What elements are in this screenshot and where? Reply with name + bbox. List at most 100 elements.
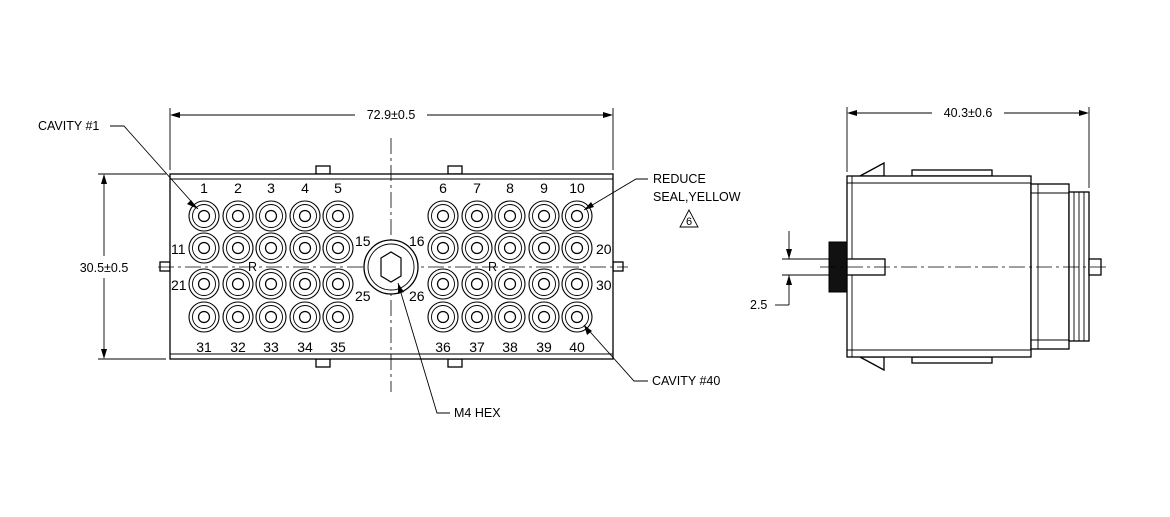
top-tab-right [447, 165, 463, 175]
cavity [322, 301, 354, 333]
cavity [494, 232, 526, 264]
cavity-label: 5 [334, 180, 342, 196]
top-tab-left [315, 165, 331, 175]
height-dimension: 30.5±0.5 [80, 173, 166, 360]
cavity [494, 268, 526, 300]
cavity [561, 268, 593, 300]
cavity [289, 301, 321, 333]
side-pin-right [612, 261, 624, 272]
bottom-right-numbers: 36 37 38 39 40 [435, 339, 585, 355]
cavity [528, 200, 560, 232]
bottom-left-numbers: 31 32 33 34 35 [196, 339, 346, 355]
callout-cavity-1-label: CAVITY #1 [38, 119, 99, 133]
upper-flange-tab [859, 161, 885, 177]
cavity [427, 232, 459, 264]
bottom-tab-left [315, 358, 331, 368]
cavity-label: 32 [230, 339, 246, 355]
cavity [461, 232, 493, 264]
cavity [427, 200, 459, 232]
cavity [222, 200, 254, 232]
cavity-label: 8 [506, 180, 514, 196]
cavity-label-16: 16 [409, 233, 425, 249]
cavity-label: 38 [502, 339, 518, 355]
cavity [461, 200, 493, 232]
hex-socket [363, 239, 419, 295]
cavity [528, 301, 560, 333]
cavity-label: 33 [263, 339, 279, 355]
cavity [427, 301, 459, 333]
upper-rib [911, 169, 993, 177]
cavity [188, 200, 220, 232]
cavity [561, 301, 593, 333]
depth-dimension-label: 40.3±0.6 [944, 106, 993, 120]
polarity-mark-left: R [248, 260, 257, 274]
cavity-label-20: 20 [596, 241, 612, 257]
cavity-label: 40 [569, 339, 585, 355]
cavity [322, 268, 354, 300]
cavity-label-21: 21 [171, 277, 187, 293]
cavity-label: 34 [297, 339, 313, 355]
rear-shell [1030, 183, 1070, 350]
cavity [255, 268, 287, 300]
top-right-numbers: 6 7 8 9 10 [439, 180, 585, 196]
cavity [561, 200, 593, 232]
side-pin-left [159, 261, 171, 272]
top-left-numbers: 1 2 3 4 5 [200, 180, 342, 196]
callout-reduce-seal: REDUCE SEAL,YELLOW 6 [583, 172, 741, 228]
cavity-label: 6 [439, 180, 447, 196]
pin-offset-dimension: 2.5 [750, 231, 830, 312]
cavity [289, 200, 321, 232]
depth-dimension: 40.3±0.6 [846, 106, 1090, 188]
reduce-label-line1: REDUCE [653, 172, 706, 186]
front-view: 1 2 3 4 5 6 7 8 9 10 31 32 33 34 35 36 3… [38, 108, 741, 420]
cavity-label-30: 30 [596, 277, 612, 293]
cavity [561, 232, 593, 264]
cavity-label: 35 [330, 339, 346, 355]
cavity-label: 7 [473, 180, 481, 196]
cavity-label: 36 [435, 339, 451, 355]
callout-cavity-40-label: CAVITY #40 [652, 374, 720, 388]
cavity [222, 232, 254, 264]
cavity-label: 1 [200, 180, 208, 196]
cavity [188, 268, 220, 300]
cavity-label-26: 26 [409, 288, 425, 304]
cavity-label-25: 25 [355, 288, 371, 304]
cavity [494, 301, 526, 333]
cavity [255, 200, 287, 232]
cavity [188, 232, 220, 264]
cavity [289, 232, 321, 264]
cavity [322, 200, 354, 232]
cavity [528, 268, 560, 300]
cavity [461, 268, 493, 300]
polarity-mark-right: R [488, 260, 497, 274]
width-dimension: 72.9±0.5 [169, 108, 614, 170]
cavity [222, 268, 254, 300]
cavity-label: 10 [569, 180, 585, 196]
cavity-label-11: 11 [171, 241, 186, 257]
callout-hex: M4 HEX [397, 282, 501, 420]
cavity-label: 4 [301, 180, 309, 196]
cavity [494, 200, 526, 232]
cavity [461, 301, 493, 333]
cavity [427, 268, 459, 300]
cavity [255, 232, 287, 264]
cavity [528, 232, 560, 264]
cavity-label: 31 [196, 339, 212, 355]
hex-socket-hexagon [380, 251, 402, 283]
cavity-label-15: 15 [355, 233, 371, 249]
note-number: 6 [686, 216, 692, 228]
pin-offset-label: 2.5 [750, 298, 767, 312]
width-dimension-label: 72.9±0.5 [367, 108, 416, 122]
lower-flange-tab [859, 356, 885, 372]
cavity [188, 301, 220, 333]
note-triangle [679, 209, 699, 228]
cavity-grid [188, 200, 593, 333]
cavity [255, 301, 287, 333]
callout-cavity-1: CAVITY #1 [38, 119, 199, 210]
height-dimension-label: 30.5±0.5 [80, 261, 129, 275]
hex-label: M4 HEX [454, 406, 501, 420]
cavity-label: 37 [469, 339, 485, 355]
reduce-label-line2: SEAL,YELLOW [653, 190, 741, 204]
bottom-tab-right [447, 358, 463, 368]
cavity [222, 301, 254, 333]
